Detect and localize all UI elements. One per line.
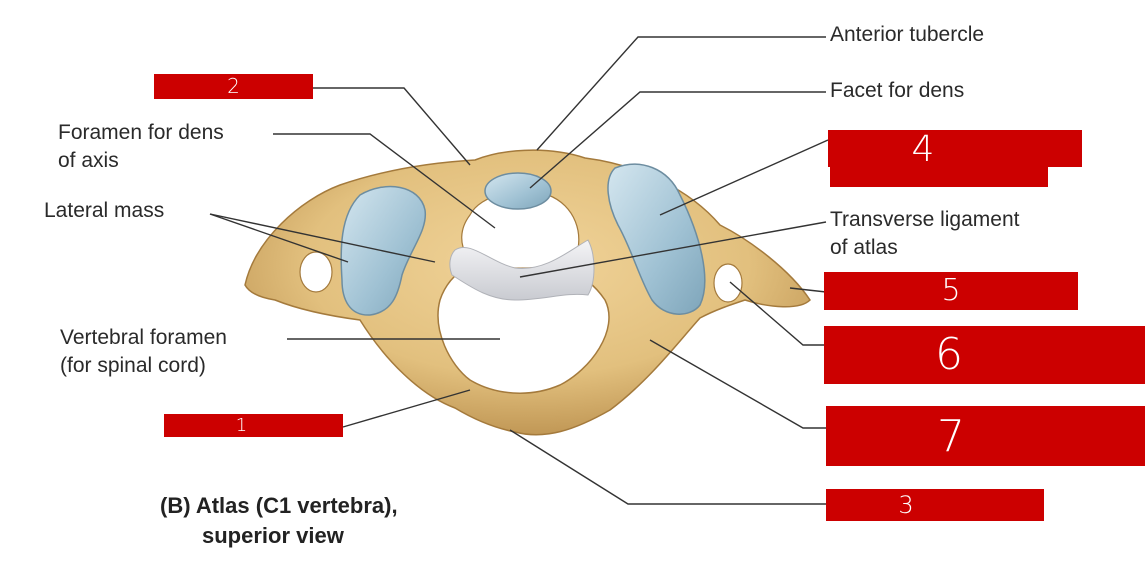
caption-line2: superior view (202, 523, 344, 548)
leader-facet-for-dens (529, 91, 826, 189)
leader-mark-3 (509, 429, 826, 505)
redaction-box-5: 5 (824, 272, 1078, 310)
leader-lateral-mass-a (209, 213, 349, 263)
label-lateral-mass: Lateral mass (44, 199, 165, 222)
label-foramen-for-dens-line2: of axis (58, 149, 119, 172)
leader-mark-2 (313, 87, 471, 166)
leader-foramen-for-dens (273, 133, 496, 229)
transverse-ligament (449, 239, 595, 301)
right-superior-facet (607, 163, 706, 315)
mark-1: 1 (235, 415, 248, 436)
redaction-box-6: 6 (824, 326, 1145, 384)
label-facet-for-dens: Facet for dens (830, 79, 965, 102)
right-transverse-foramen (713, 263, 743, 303)
mark-3: 3 (898, 491, 914, 519)
label-transverse-ligament-line1: Transverse ligament (830, 208, 1020, 231)
redaction-box-2: 2 (154, 74, 313, 99)
leader-mark-6 (729, 281, 826, 346)
leader-mark-4 (659, 139, 829, 216)
leader-mark-1 (342, 389, 471, 428)
label-transverse-ligament-line2: of atlas (830, 236, 898, 259)
leader-lateral-mass-b (209, 213, 436, 263)
caption-line1: (B) Atlas (C1 vertebra), (160, 493, 398, 518)
redaction-box-4b (830, 165, 1048, 187)
redaction-box-1: 1 (164, 414, 343, 437)
leader-lines (209, 36, 829, 505)
label-vertebral-foramen-line2: (for spinal cord) (60, 354, 206, 377)
leader-mark-5 (789, 287, 827, 293)
leader-anterior-tubercle (536, 36, 826, 151)
mark-6: 6 (935, 329, 963, 380)
mark-5: 5 (941, 273, 961, 308)
facet-for-dens (484, 172, 552, 210)
redaction-box-7: 7 (826, 406, 1145, 466)
mark-7: 7 (937, 411, 965, 462)
redaction-box-3: 3 (826, 489, 1044, 521)
label-foramen-for-dens-line1: Foramen for dens (58, 121, 224, 144)
leader-transverse-ligament (519, 221, 827, 278)
label-vertebral-foramen-line1: Vertebral foramen (60, 326, 227, 349)
label-anterior-tubercle: Anterior tubercle (830, 23, 985, 46)
leader-mark-7 (649, 339, 826, 429)
mark-4: 4 (911, 129, 935, 170)
redaction-box-4: 4 (828, 129, 1082, 170)
mark-2: 2 (227, 74, 240, 98)
left-transverse-foramen (299, 251, 333, 293)
